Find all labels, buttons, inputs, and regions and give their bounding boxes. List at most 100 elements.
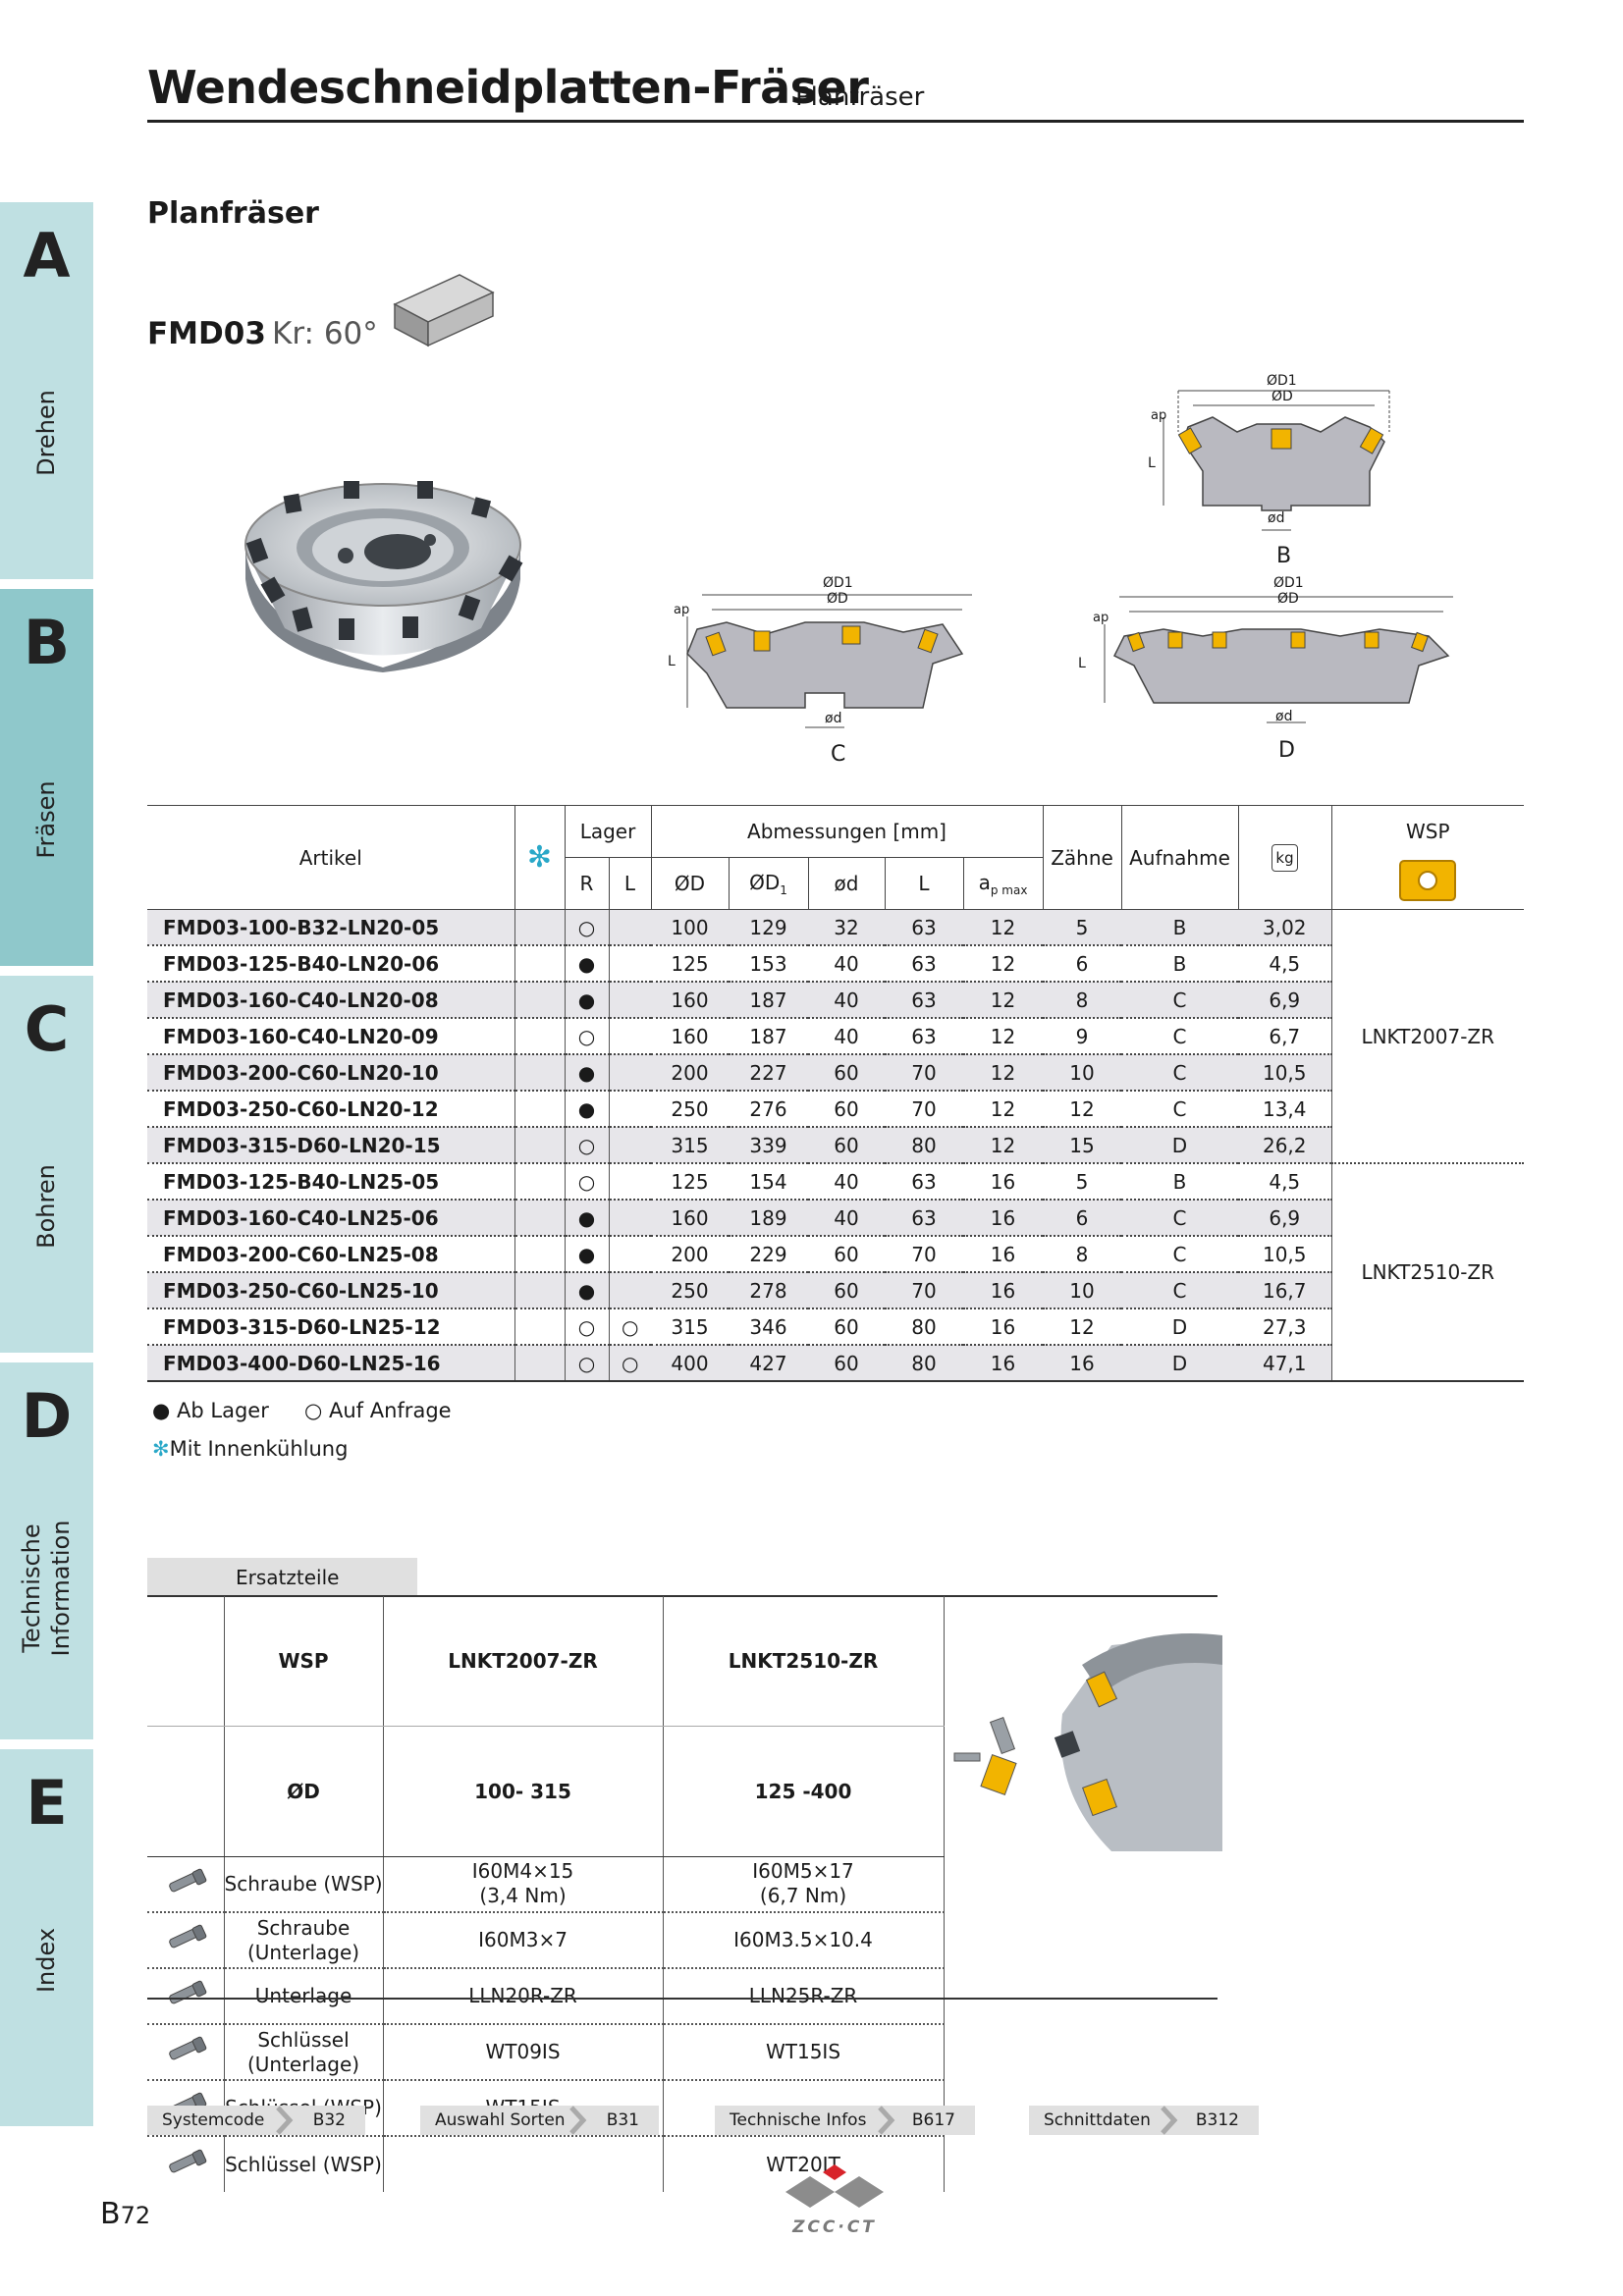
cell-l <box>609 1163 651 1201</box>
footer-link-technische[interactable]: Technische Infos B617 <box>715 2106 975 2135</box>
part-value: I60M3.5×10.4 <box>663 1912 945 1969</box>
cell-len: 63 <box>885 1018 963 1055</box>
cell-l: ○ <box>609 1345 651 1381</box>
cell-coolant <box>514 1200 566 1237</box>
ersatzteile-tab: Ersatzteile <box>147 1558 417 1595</box>
footer-link-label: Schnittdaten <box>1044 2110 1151 2130</box>
cell-len: 70 <box>885 1236 963 1273</box>
part-value: I60M4×15 (3,4 Nm) <box>383 1856 664 1913</box>
cell-wsp: LNKT2510-ZR <box>1330 1163 1524 1381</box>
drawing-variant-label: D <box>1278 738 1295 763</box>
cell-zaehne: 5 <box>1043 909 1121 946</box>
cell-artikel: FMD03-315-D60-LN20-15 <box>147 1127 514 1164</box>
cell-artikel: FMD03-200-C60-LN25-08 <box>147 1236 514 1273</box>
cell-r: ● <box>565 1091 610 1128</box>
cell-l <box>609 1018 651 1055</box>
cell-kg: 3,02 <box>1238 909 1331 946</box>
cell-r: ● <box>565 1272 610 1309</box>
cell-coolant <box>514 945 566 983</box>
drawing-variant-label: C <box>831 742 846 767</box>
footer-link-label: Auswahl Sorten <box>435 2110 566 2130</box>
cell-kg: 6,9 <box>1238 982 1331 1019</box>
cell-l: ○ <box>609 1308 651 1346</box>
page-title: Wendeschneidplatten-Fräser <box>147 61 869 114</box>
cell-artikel: FMD03-125-B40-LN25-05 <box>147 1163 514 1201</box>
cell-kg: 26,2 <box>1238 1127 1331 1164</box>
cell-d1: 339 <box>729 1127 808 1164</box>
side-tab-a[interactable]: A Drehen <box>0 202 93 579</box>
cell-zaehne: 10 <box>1043 1272 1121 1309</box>
cell-od: 40 <box>808 1163 885 1201</box>
col-l: L <box>608 857 652 910</box>
cell-kg: 47,1 <box>1238 1345 1331 1381</box>
drawing-label-od: ød <box>1275 709 1293 724</box>
parts-col-c2: LNKT2510-ZR <box>663 1596 945 1727</box>
cell-zaehne: 16 <box>1043 1345 1121 1381</box>
parts-row: Schraube (WSP)I60M4×15 (3,4 Nm)I60M5×17 … <box>147 1856 1222 1913</box>
cell-artikel: FMD03-315-D60-LN25-12 <box>147 1308 514 1346</box>
cell-d: 160 <box>651 1200 729 1237</box>
parts-photo <box>944 1596 1222 1856</box>
cell-r: ○ <box>565 1163 610 1201</box>
cell-d1: 189 <box>729 1200 808 1237</box>
side-tab-b[interactable]: B Fräsen <box>0 589 93 966</box>
cell-wsp: LNKT2007-ZR <box>1330 909 1524 1164</box>
side-tab-d[interactable]: D Technische Information <box>0 1362 93 1739</box>
cell-aufnahme: C <box>1121 1236 1238 1273</box>
coolant-icon: ✻ <box>514 805 566 910</box>
drawing-label-d1: ØD1 <box>1273 575 1304 591</box>
cell-artikel: FMD03-250-C60-LN25-10 <box>147 1272 514 1309</box>
cell-l <box>609 1054 651 1092</box>
cell-len: 63 <box>885 1200 963 1237</box>
parts-row: Schlüssel (WSP)WT20IT <box>147 2136 1222 2192</box>
cell-d1: 276 <box>729 1091 808 1128</box>
cell-len: 70 <box>885 1091 963 1128</box>
drawing-label-d1: ØD1 <box>823 575 853 591</box>
wsp-insert-icon <box>1330 857 1524 910</box>
cell-aufnahme: C <box>1121 1200 1238 1237</box>
col-wsp: WSP <box>1330 805 1524 858</box>
cell-d1: 227 <box>729 1054 808 1092</box>
cell-artikel: FMD03-160-C40-LN25-06 <box>147 1200 514 1237</box>
cell-aufnahme: D <box>1121 1308 1238 1346</box>
drawing-label-l: L <box>668 654 676 669</box>
cell-artikel: FMD03-400-D60-LN25-16 <box>147 1345 514 1381</box>
drawing-label-l: L <box>1148 455 1156 471</box>
cell-zaehne: 8 <box>1043 1236 1121 1273</box>
cell-aufnahme: D <box>1121 1345 1238 1381</box>
chevron-right-icon <box>276 2106 294 2135</box>
side-tab-letter: D <box>21 1380 73 1452</box>
cell-l <box>609 982 651 1019</box>
logo-text: ZCC·CT <box>792 2217 877 2237</box>
cell-kg: 6,9 <box>1238 1200 1331 1237</box>
footer-link-auswahl[interactable]: Auswahl Sorten B31 <box>420 2106 659 2135</box>
part-value: I60M5×17 (6,7 Nm) <box>663 1856 945 1913</box>
page-subtitle: Planfräser <box>795 82 925 112</box>
cell-aufnahme: C <box>1121 1054 1238 1092</box>
cell-artikel: FMD03-100-B32-LN20-05 <box>147 909 514 946</box>
side-tab-e[interactable]: E Index <box>0 1749 93 2126</box>
side-tab-c[interactable]: C Bohren <box>0 976 93 1353</box>
cell-len: 80 <box>885 1345 963 1381</box>
cell-len: 63 <box>885 1163 963 1201</box>
side-tab-letter: A <box>23 220 71 292</box>
parts-col-wsp: WSP <box>224 1596 384 1727</box>
footer-link-ref: B31 <box>606 2110 639 2130</box>
cell-d1: 154 <box>729 1163 808 1201</box>
cell-ap: 12 <box>963 1054 1043 1092</box>
part-name: Schlüssel (Unterlage) <box>224 2024 384 2081</box>
cell-od: 60 <box>808 1236 885 1273</box>
col-abmessungen: Abmessungen [mm] <box>650 805 1044 858</box>
cell-kg: 4,5 <box>1238 945 1331 983</box>
section-title: Planfräser <box>147 196 319 231</box>
footer-link-systemcode[interactable]: Systemcode B32 <box>147 2106 365 2135</box>
drawing-label-od: ød <box>1268 510 1285 526</box>
cell-r: ● <box>565 982 610 1019</box>
cell-d: 315 <box>651 1127 729 1164</box>
footer-link-schnittdaten[interactable]: Schnittdaten B312 <box>1029 2106 1259 2135</box>
drawing-label-ap: ap <box>674 603 690 617</box>
